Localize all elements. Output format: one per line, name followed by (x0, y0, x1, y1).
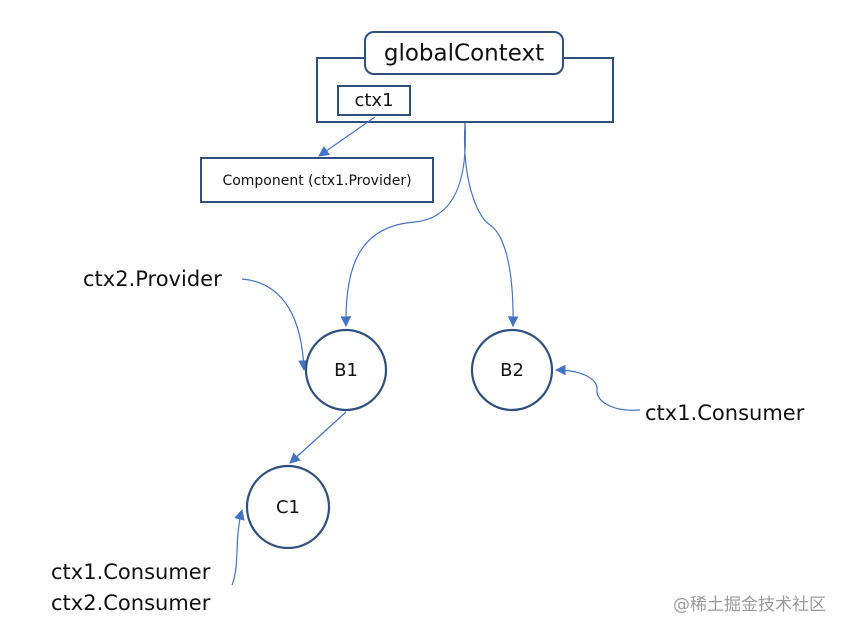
component-label: Component (ctx1.Provider) (222, 173, 411, 189)
ctx1-consumer-b2-label: ctx1.Consumer (645, 401, 805, 425)
arrow-ctx1-to-component (318, 116, 376, 157)
node-b1-label: B1 (334, 360, 358, 381)
node-c1-label: C1 (276, 497, 300, 518)
ctx1-consumer-c1-label: ctx1.Consumer (51, 560, 211, 584)
ctx1-box (337, 85, 411, 116)
arrow-ctx1-consumer-to-b2 (554, 364, 641, 411)
ctx2-provider-label: ctx2.Provider (83, 267, 222, 291)
ctx2-consumer-c1-label: ctx2.Consumer (51, 591, 211, 615)
global-context-label: globalContext (384, 41, 544, 67)
global-context-title-box (364, 31, 564, 75)
arrow-ctx2-provider-to-b1 (241, 278, 310, 372)
node-b2 (470, 328, 554, 412)
arrow-consumers-to-c1 (231, 508, 245, 586)
ctx1-label: ctx1 (354, 90, 393, 111)
arrow-global-to-b1 (340, 122, 467, 328)
node-b2-label: B2 (500, 360, 524, 381)
watermark-text: @稀土掘金技术社区 (673, 595, 826, 615)
arrow-b1-to-c1 (289, 411, 347, 464)
node-c1 (245, 464, 331, 550)
component-box (200, 157, 434, 203)
node-b1 (304, 328, 388, 412)
arrow-global-to-b2 (463, 122, 519, 328)
